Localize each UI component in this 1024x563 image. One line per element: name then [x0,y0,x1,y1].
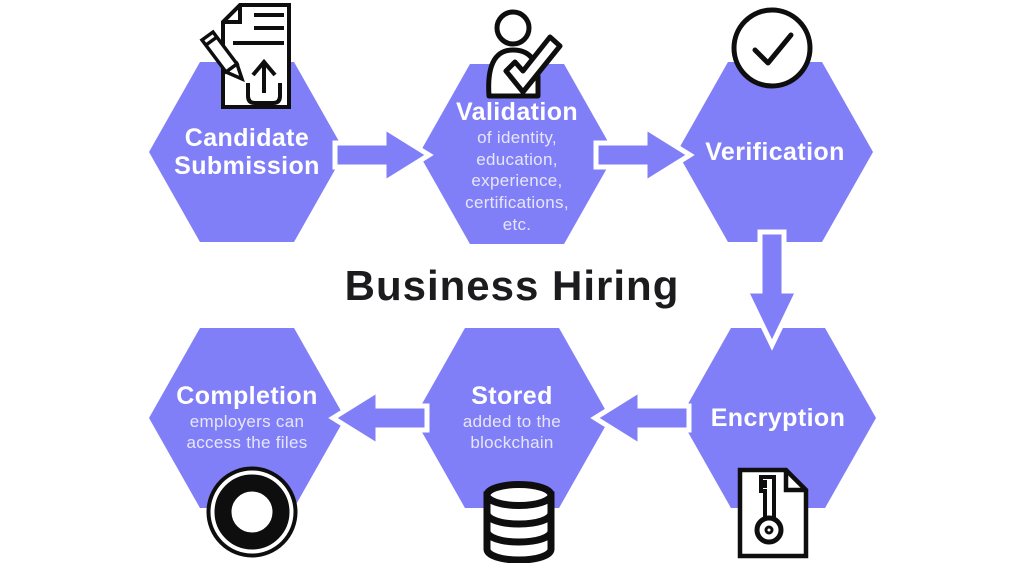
node-title-line: Verification [705,137,845,166]
node-sub-line: etc. [502,214,532,234]
circle-check-icon [731,7,813,89]
database-icon [483,481,555,563]
node-sub-line: certifications, [465,193,569,213]
node-validation-label: Validation of identity, education, exper… [419,72,615,235]
checkmark-glyph [503,34,563,95]
node-sub-line: blockchain [470,433,554,453]
arrow-candidate-to-validation [332,122,434,188]
node-sub-line: access the files [186,433,308,453]
node-candidate-submission-label: Candidate Submission [149,124,345,181]
node-title-line: Stored [471,382,553,410]
key-document-icon [737,467,809,559]
node-sub-line: experience, [471,171,563,191]
node-verification-label: Verification [677,138,873,167]
upload-arrow-glyph [246,58,282,105]
arrow-validation-to-verification [593,122,695,188]
node-sub-line: education, [476,149,558,169]
node-title-line: Candidate [184,123,310,152]
node-completion-label: Completion employers can access the file… [149,382,345,454]
key-glyph [754,475,784,545]
pencil-glyph [199,29,245,83]
node-title-line: Submission [174,152,320,180]
document-upload-icon [199,3,291,109]
arrow-stored-to-completion [328,385,430,451]
node-stored-label: Stored added to the blockchain [414,382,610,454]
person-check-icon [486,9,563,99]
node-sub-line: employers can [189,411,305,431]
node-encryption-label: Encryption [680,404,876,433]
node-title-line: Validation [455,98,579,127]
node-sub-line: added to the [462,411,562,431]
node-title-line: Completion [176,382,318,410]
checkmark-glyph [752,32,794,66]
diagram-title: Business Hiring [344,262,680,309]
arrow-verification-to-encryption [742,229,802,351]
arrow-encryption-to-stored [590,385,692,451]
circle-ring-icon [206,466,298,558]
node-sub-line: of identity, [477,127,557,147]
node-title-line: Encryption [710,403,846,432]
